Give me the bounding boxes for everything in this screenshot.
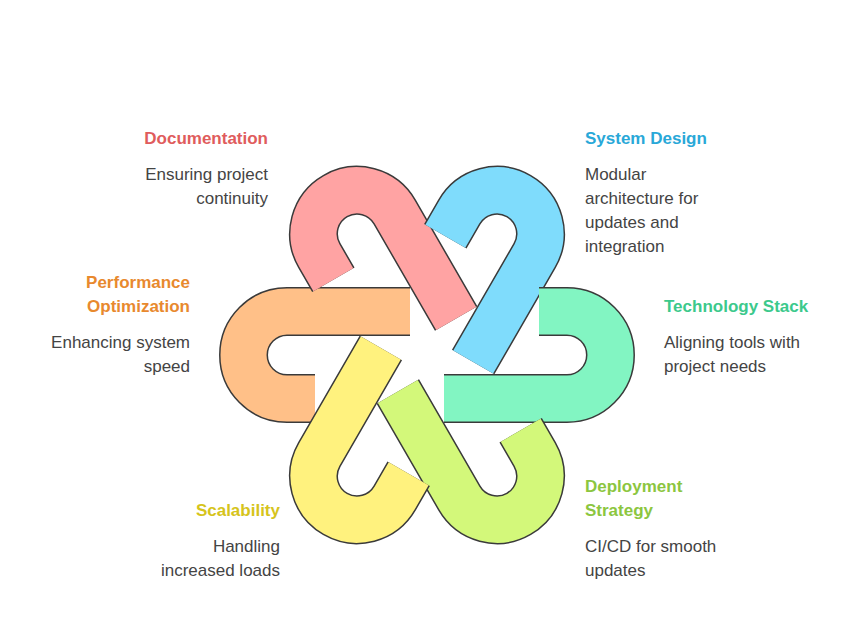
topic-label: System DesignModular architecture for up…: [585, 127, 735, 259]
topic-heading: Documentation: [108, 127, 268, 151]
topic-heading: Performance Optimization: [20, 271, 190, 319]
topic-description: CI/CD for smooth updates: [585, 535, 735, 583]
blue-petal: [398, 174, 557, 362]
topic-description: Handling increased loads: [145, 535, 280, 583]
topic-description: Modular architecture for updates and int…: [585, 163, 735, 259]
lime-petal: [398, 348, 557, 536]
topic-heading: Scalability: [145, 499, 280, 523]
topic-label: DocumentationEnsuring project continuity: [108, 127, 268, 211]
topic-heading: Technology Stack: [664, 295, 849, 319]
topic-description: Enhancing system speed: [20, 331, 190, 379]
green-petal: [444, 312, 610, 399]
topic-label: Performance OptimizationEnhancing system…: [20, 271, 190, 379]
topic-heading: Deployment Strategy: [585, 475, 735, 523]
topic-heading: System Design: [585, 127, 735, 151]
topic-label: Deployment StrategyCI/CD for smooth upda…: [585, 475, 735, 583]
yellow-petal: [298, 348, 457, 536]
topic-description: Aligning tools with project needs: [664, 331, 849, 379]
topic-description: Ensuring project continuity: [108, 163, 268, 211]
topic-label: Technology StackAligning tools with proj…: [664, 295, 849, 379]
red-petal: [298, 174, 457, 362]
topic-label: ScalabilityHandling increased loads: [145, 499, 280, 583]
